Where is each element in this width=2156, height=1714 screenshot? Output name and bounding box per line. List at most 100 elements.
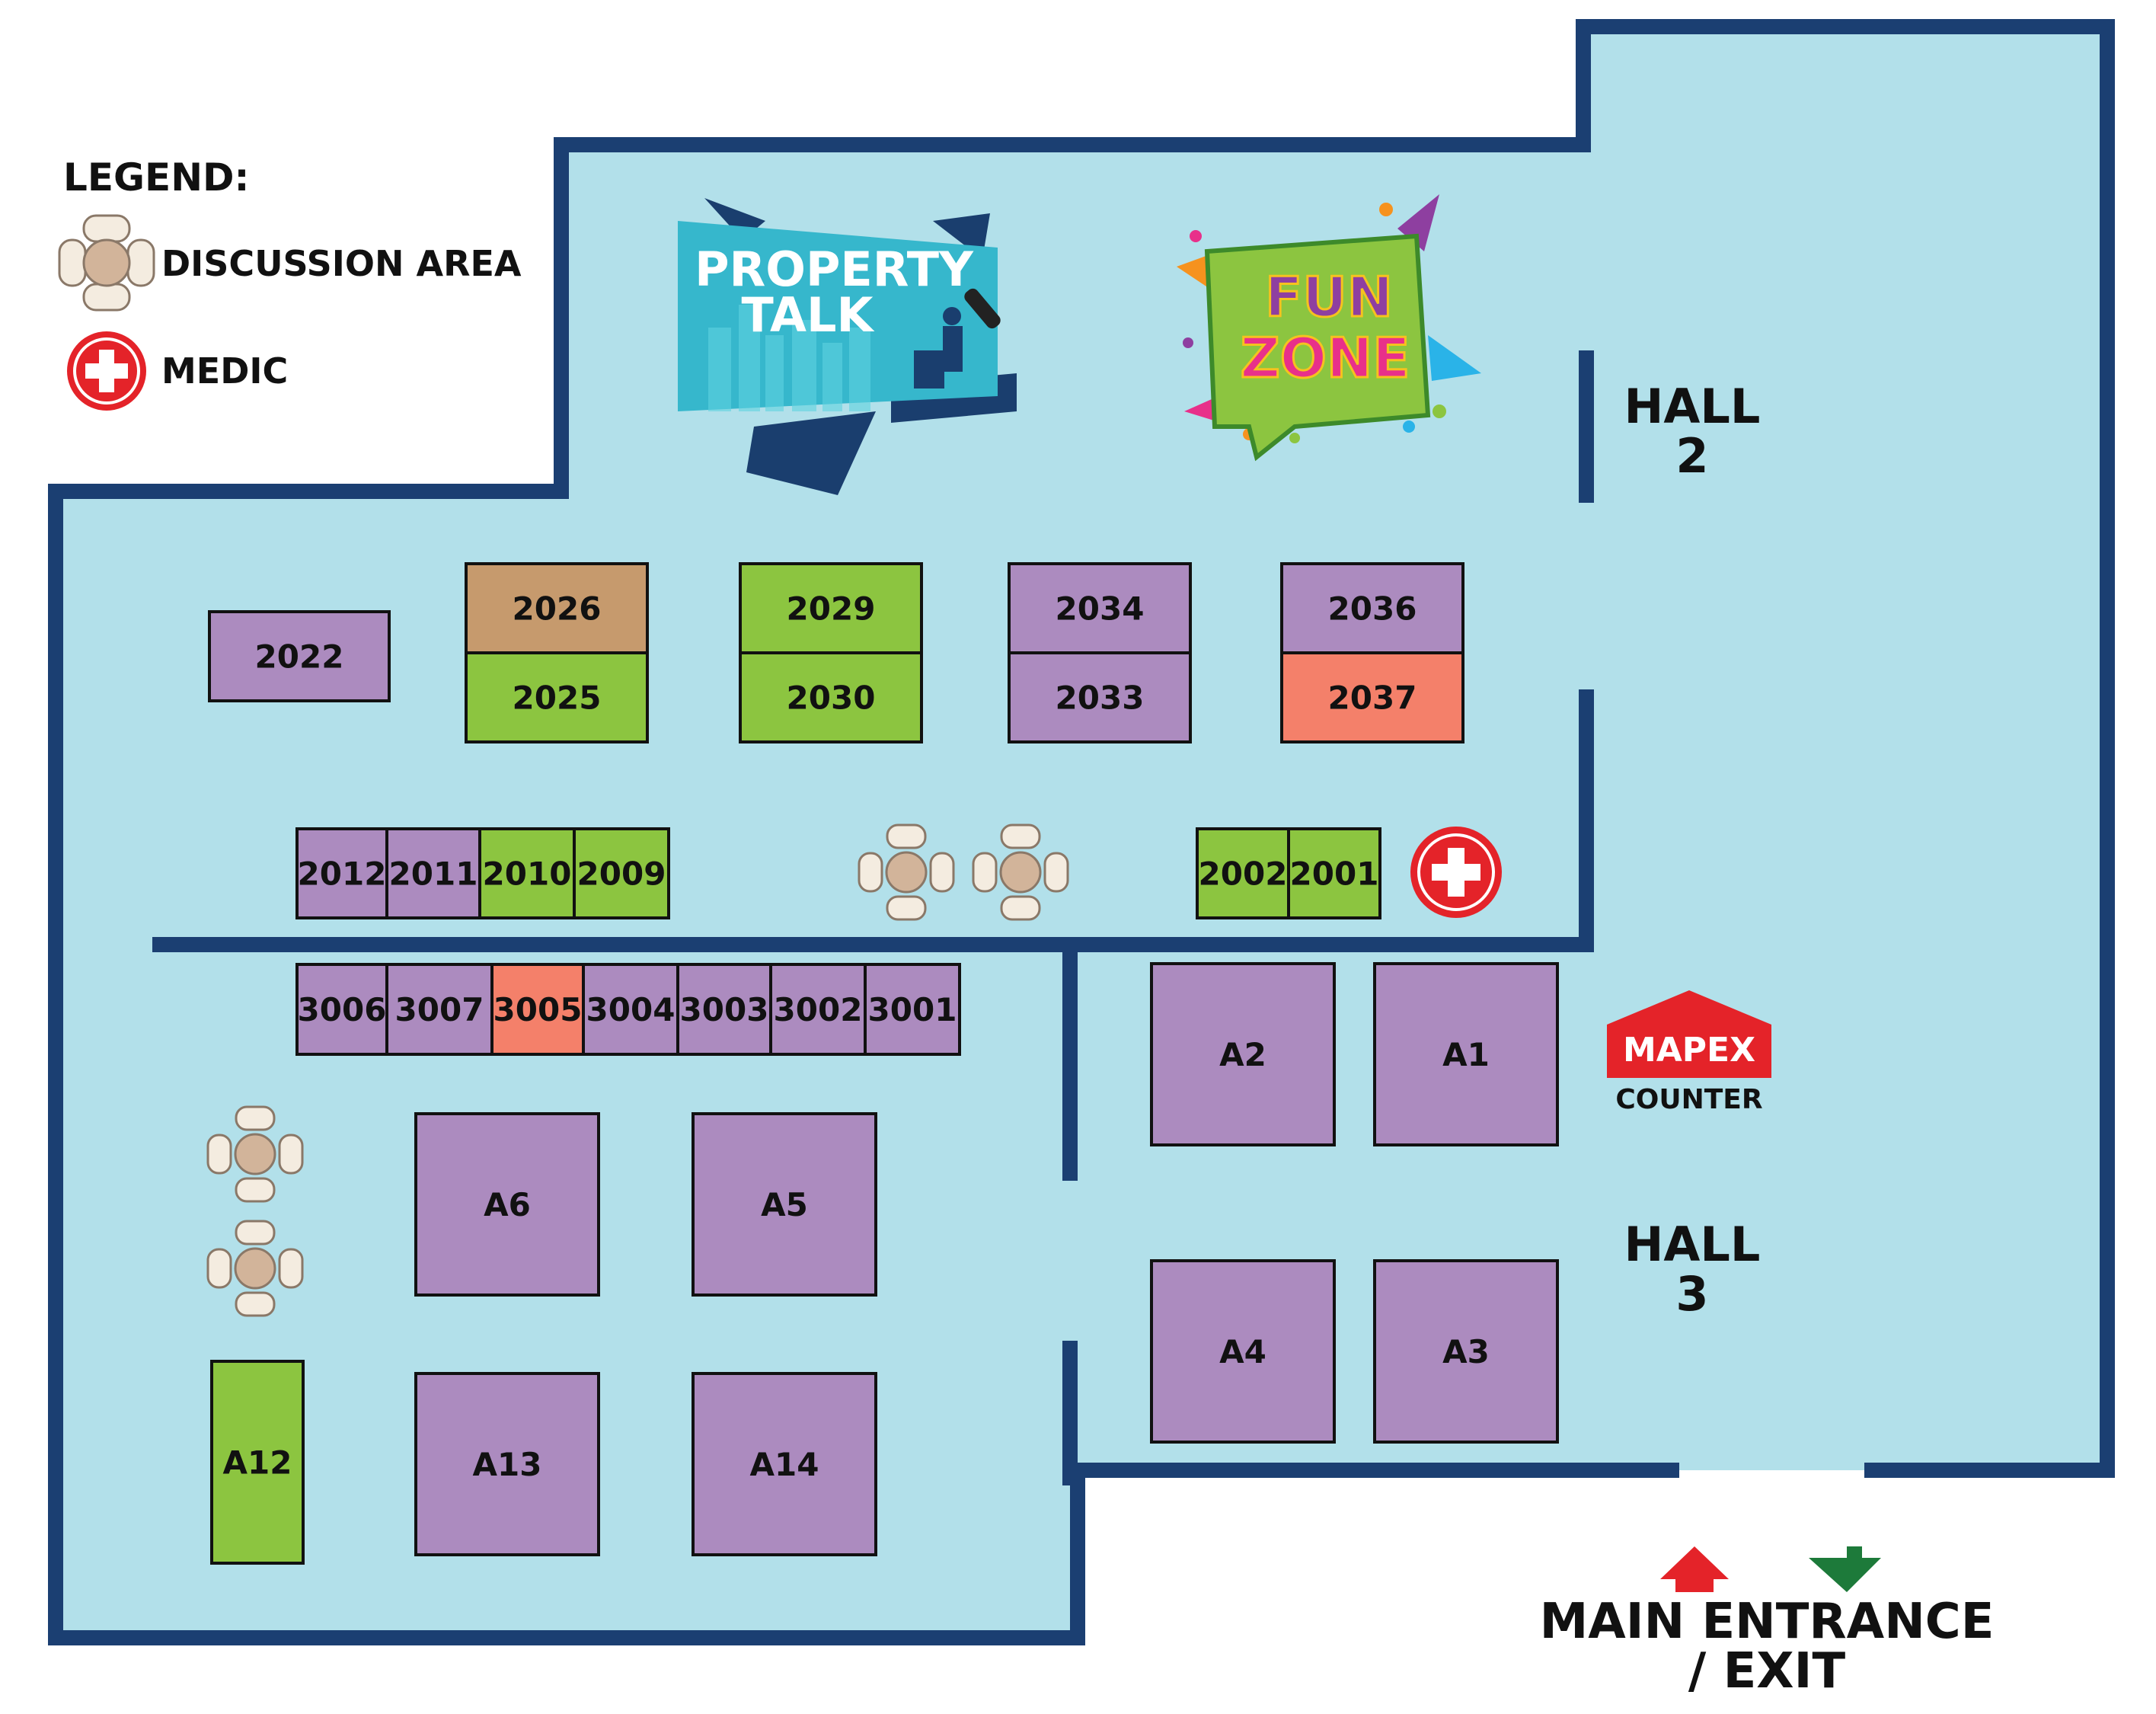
entrance-label-line2: / EXIT: [1688, 1643, 1846, 1700]
booth-2034[interactable]: 2034: [1008, 562, 1192, 654]
booth-2002[interactable]: 2002: [1196, 827, 1290, 919]
booth-shape: [1373, 962, 1559, 1146]
booth-shape: [573, 827, 670, 919]
legend-title: LEGEND:: [63, 155, 250, 200]
exit-arrow-down-icon: [1809, 1546, 1881, 1592]
booth-label: 2026: [513, 590, 602, 628]
hall3-label-line2: 3: [1675, 1266, 1708, 1322]
legend: LEGEND: DISCUSSION AREA MEDIC: [58, 155, 522, 411]
booth-2033[interactable]: 2033: [1008, 651, 1192, 743]
booth-label: A5: [761, 1186, 808, 1223]
booth-a13[interactable]: A13: [414, 1372, 600, 1556]
booth-2012[interactable]: 2012: [295, 827, 388, 919]
booth-label: 2001: [1290, 855, 1379, 893]
booth-shape: [210, 1360, 305, 1565]
booth-3007[interactable]: 3007: [385, 963, 493, 1056]
booth-label: 3005: [493, 991, 583, 1028]
property-talk-line2: TALK: [741, 287, 874, 343]
booth-shape: [1150, 1259, 1336, 1444]
booth-label: 2022: [255, 638, 344, 676]
booth-label: 3004: [586, 991, 676, 1028]
booth-2025[interactable]: 2025: [465, 651, 649, 743]
booth-label: 2037: [1328, 680, 1417, 717]
booth-a6[interactable]: A6: [414, 1112, 600, 1297]
booth-3005[interactable]: 3005: [490, 963, 585, 1056]
booth-shape: [414, 1112, 600, 1297]
booth-3004[interactable]: 3004: [582, 963, 679, 1056]
property-talk-banner: PROPERTY TALK: [678, 198, 1017, 495]
booth-a4[interactable]: A4: [1150, 1259, 1336, 1444]
booth-label: 2033: [1056, 680, 1145, 717]
booth-a2[interactable]: A2: [1150, 962, 1336, 1146]
property-talk-line1: PROPERTY: [695, 241, 974, 297]
booth-shape: [295, 827, 388, 919]
medic-icon: [67, 331, 146, 411]
booth-2026[interactable]: 2026: [465, 562, 649, 654]
booth-2011[interactable]: 2011: [385, 827, 481, 919]
medic-station-icon[interactable]: [1410, 827, 1502, 918]
booth-a1[interactable]: A1: [1373, 962, 1559, 1146]
booth-label: A4: [1219, 1333, 1266, 1370]
booth-label: 2010: [483, 855, 572, 893]
booth-2037[interactable]: 2037: [1280, 651, 1464, 743]
booth-label: 2025: [513, 680, 602, 717]
booth-3003[interactable]: 3003: [676, 963, 772, 1056]
booth-label: 2002: [1199, 855, 1288, 893]
booth-2036[interactable]: 2036: [1280, 562, 1464, 654]
booth-label: 3006: [298, 991, 387, 1028]
booth-label: 3001: [868, 991, 957, 1028]
booth-a3[interactable]: A3: [1373, 1259, 1559, 1444]
discussion-area-icon: [206, 1105, 304, 1203]
booth-shape: [414, 1372, 600, 1556]
booth-a5[interactable]: A5: [692, 1112, 877, 1297]
booth-a12[interactable]: A12: [210, 1360, 305, 1565]
booth-3001[interactable]: 3001: [864, 963, 961, 1056]
booth-shape: [1150, 962, 1336, 1146]
booth-shape: [465, 651, 649, 743]
booth-2010[interactable]: 2010: [478, 827, 576, 919]
booth-shape: [478, 827, 576, 919]
booth-label: A2: [1219, 1036, 1266, 1073]
discussion-area-icon: [206, 1220, 304, 1317]
booth-label: 2034: [1056, 590, 1145, 628]
legend-discussion-label: DISCUSSION AREA: [161, 243, 522, 284]
booth-shape: [208, 610, 391, 702]
booth-label: A6: [484, 1186, 531, 1223]
mapex-brand: MAPEX: [1623, 1031, 1755, 1070]
booth-shape: [739, 562, 923, 654]
booth-a14[interactable]: A14: [692, 1372, 877, 1556]
booth-2022[interactable]: 2022: [208, 610, 391, 702]
booth-2009[interactable]: 2009: [573, 827, 670, 919]
booth-3006[interactable]: 3006: [295, 963, 388, 1056]
booth-shape: [692, 1112, 877, 1297]
booth-label: A14: [750, 1446, 819, 1483]
booth-label: A12: [223, 1444, 292, 1482]
booth-label: A1: [1442, 1036, 1490, 1073]
booth-shape: [739, 651, 923, 743]
walls: [48, 19, 2115, 1645]
booth-2030[interactable]: 2030: [739, 651, 923, 743]
booth-3002[interactable]: 3002: [769, 963, 867, 1056]
booth-shape: [1373, 1259, 1559, 1444]
mapex-counter-label: COUNTER: [1615, 1084, 1762, 1115]
entrance-arrow-up-icon: [1660, 1546, 1729, 1592]
fun-zone-line2: ZONE: [1241, 326, 1410, 390]
booth-shape: [385, 963, 493, 1056]
booth-2029[interactable]: 2029: [739, 562, 923, 654]
booth-shape: [490, 963, 585, 1056]
main-entrance[interactable]: MAIN ENTRANCE / EXIT: [1540, 1546, 1995, 1700]
discussion-area-icon: [858, 823, 955, 921]
booth-label: A3: [1442, 1333, 1490, 1370]
hall2-label-line2: 2: [1675, 428, 1708, 484]
mapex-roof-icon: [1607, 990, 1771, 1078]
mapex-counter[interactable]: MAPEX COUNTER: [1607, 990, 1771, 1115]
hall3-label-line1: HALL: [1624, 1217, 1761, 1272]
booth-label: 2009: [577, 855, 666, 893]
fun-zone-banner: FUN ZONE: [1177, 194, 1481, 462]
booth-2001[interactable]: 2001: [1287, 827, 1381, 919]
booth-label: 2012: [298, 855, 387, 893]
legend-medic-label: MEDIC: [161, 350, 288, 392]
booth-label: 3002: [774, 991, 863, 1028]
